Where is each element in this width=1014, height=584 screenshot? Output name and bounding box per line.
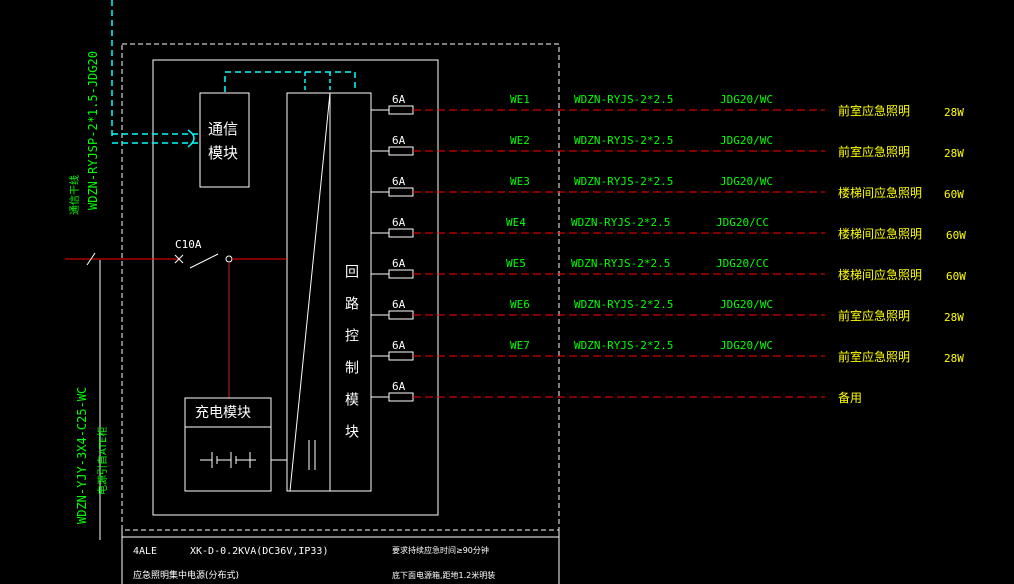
- circuit-load: 前室应急照明: [838, 349, 910, 364]
- loop-control-diagonal: [289, 92, 331, 492]
- power-cable-label: WDZN-YJY-3X4-C25-WC: [75, 387, 89, 524]
- circuit-row: 6A WE7 WDZN-RYJS-2*2.5 JDG20/WC 前室应急照明 28W: [371, 339, 964, 365]
- circuit-cable: WDZN-RYJS-2*2.5: [571, 257, 670, 270]
- loop-control-box: [286, 92, 372, 492]
- fuse-rating: 6A: [392, 257, 406, 270]
- circuit-load: 楼梯间应急照明: [838, 226, 922, 241]
- footer-panel-name: 应急照明集中电源(分布式): [133, 569, 239, 581]
- fuse-rating: 6A: [392, 134, 406, 147]
- circuit-power: 28W: [944, 147, 964, 160]
- circuit-id: WE4: [506, 216, 526, 229]
- circuit-conduit: JDG20/CC: [716, 216, 769, 229]
- footer-install-note: 底下面电源箱,距地1.2米明装: [392, 570, 495, 580]
- circuit-id: WE1: [510, 93, 530, 106]
- circuit-id: WE6: [510, 298, 530, 311]
- circuit-cable: WDZN-RYJS-2*2.5: [574, 298, 673, 311]
- power-tick: [86, 252, 96, 266]
- circuit-load: 楼梯间应急照明: [838, 267, 922, 282]
- fuse-icon: [388, 269, 414, 279]
- circuit-row: 6A WE2 WDZN-RYJS-2*2.5 JDG20/WC 前室应急照明 28W: [371, 134, 964, 160]
- footer-model: XK-D-0.2KVA(DC36V,IP33): [190, 546, 328, 557]
- circuit-row: 6A 备用: [371, 380, 862, 405]
- main-breaker-label: C10A: [175, 238, 202, 251]
- fuse-icon: [388, 392, 414, 402]
- fuse-icon: [388, 228, 414, 238]
- circuit-cable: WDZN-RYJS-2*2.5: [574, 93, 673, 106]
- panel-enclosure: [121, 43, 560, 531]
- fuse-icon: [388, 146, 414, 156]
- comm-arrow: [187, 129, 195, 148]
- fuse-rating: 6A: [392, 175, 406, 188]
- circuit-conduit: JDG20/WC: [720, 175, 773, 188]
- circuit-load: 前室应急照明: [838, 144, 910, 159]
- comm-module-box: [199, 92, 250, 188]
- fuse-icon: [388, 310, 414, 320]
- fuse-rating: 6A: [392, 339, 406, 352]
- circuit-id: WE2: [510, 134, 530, 147]
- circuit-row: 6A WE4 WDZN-RYJS-2*2.5 JDG20/CC 楼梯间应急照明 60W: [371, 216, 966, 242]
- circuit-row: 6A WE1 WDZN-RYJS-2*2.5 JDG20/WC 前室应急照明 28W: [371, 93, 964, 119]
- battery-icon: [200, 452, 256, 468]
- bus-cable-label: WDZN-RYJSP-2*1.5-JDG20: [86, 51, 100, 210]
- circuit-power: 28W: [944, 106, 964, 119]
- circuit-load: 楼梯间应急照明: [838, 185, 922, 200]
- circuit-load: 前室应急照明: [838, 308, 910, 323]
- circuit-cable: WDZN-RYJS-2*2.5: [571, 216, 670, 229]
- comm-module-label-2: 模块: [208, 144, 238, 162]
- fuse-rating: 6A: [392, 298, 406, 311]
- loop-control-label: 回路控制模块: [343, 264, 359, 456]
- circuit-id: WE7: [510, 339, 530, 352]
- circuit-row: 6A WE5 WDZN-RYJS-2*2.5 JDG20/CC 楼梯间应急照明 60W: [371, 257, 966, 283]
- footer-panel-id: 4ALE: [133, 546, 157, 557]
- fuse-rating: 6A: [392, 380, 406, 393]
- circuit-conduit: JDG20/WC: [720, 134, 773, 147]
- fuse-rating: 6A: [392, 216, 406, 229]
- circuit-cable: WDZN-RYJS-2*2.5: [574, 339, 673, 352]
- panel-inner-box: [152, 59, 439, 516]
- comm-link: [224, 71, 356, 92]
- circuit-load: 备用: [838, 391, 862, 405]
- fuse-icon: [388, 187, 414, 197]
- circuit-power: 60W: [946, 229, 966, 242]
- circuit-id: WE5: [506, 257, 526, 270]
- circuit-cable: WDZN-RYJS-2*2.5: [574, 175, 673, 188]
- charge-module-label: 充电模块: [195, 405, 251, 421]
- circuit-conduit: JDG20/WC: [720, 298, 773, 311]
- circuit-cable: WDZN-RYJS-2*2.5: [574, 134, 673, 147]
- footer-requirement: 要求持续应急时间≥90分钟: [392, 545, 489, 555]
- circuit-power: 28W: [944, 352, 964, 365]
- breaker-blade: [189, 253, 219, 269]
- circuit-row: 6A WE3 WDZN-RYJS-2*2.5 JDG20/WC 楼梯间应急照明 60W: [371, 175, 964, 201]
- bus-label: 通信干线: [68, 175, 81, 215]
- breaker-terminal: [225, 255, 233, 263]
- circuit-row: 6A WE6 WDZN-RYJS-2*2.5 JDG20/WC 前室应急照明 28W: [371, 298, 964, 324]
- circuit-conduit: JDG20/WC: [720, 93, 773, 106]
- fuse-rating: 6A: [392, 93, 406, 106]
- power-source-label: 电源引自ATE柜: [96, 427, 109, 496]
- circuit-power: 28W: [944, 311, 964, 324]
- circuit-id: WE3: [510, 175, 530, 188]
- circuit-load: 前室应急照明: [838, 103, 910, 118]
- circuit-power: 60W: [946, 270, 966, 283]
- circuit-power: 60W: [944, 188, 964, 201]
- fuse-icon: [388, 351, 414, 361]
- circuit-conduit: JDG20/CC: [716, 257, 769, 270]
- fuse-icon: [388, 105, 414, 115]
- comm-module-label-1: 通信: [208, 120, 238, 138]
- charge-module-box: [184, 397, 272, 492]
- circuit-conduit: JDG20/WC: [720, 339, 773, 352]
- breaker-x-2: [174, 254, 184, 264]
